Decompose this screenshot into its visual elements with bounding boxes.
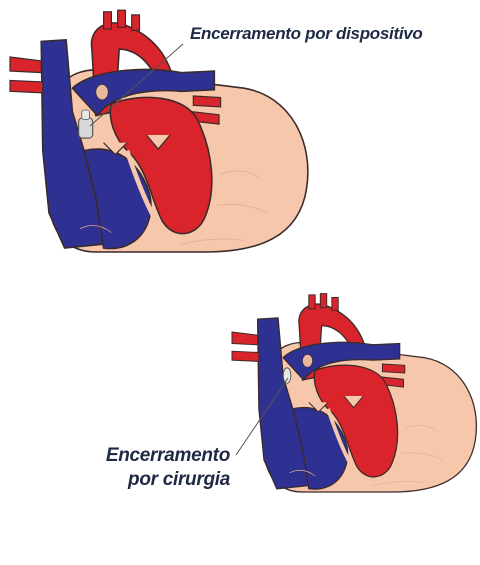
surgical-ligature [283,368,291,383]
surgical-closure-label: Encerramento por cirurgia [78,444,230,492]
heart-surgical-closure [232,294,476,492]
device-closure-label: Encerramento por dispositivo [190,24,422,44]
surgical-closure-label-line1: Encerramento [78,444,230,468]
heart-device-closure [10,10,308,252]
surgical-closure-label-line2: por cirurgia [78,468,230,492]
